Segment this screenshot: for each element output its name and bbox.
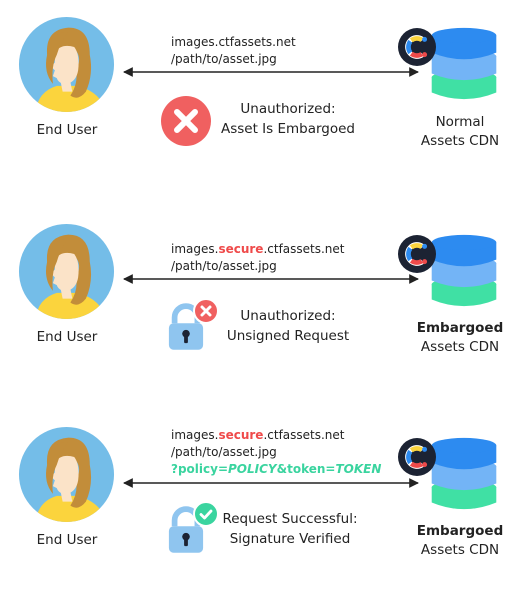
request-arrow bbox=[123, 478, 419, 488]
end-user-label: End User bbox=[36, 532, 98, 548]
scenario-signed: End User images.secure.ctfassets.net /pa… bbox=[0, 410, 519, 600]
cdn-server bbox=[396, 22, 506, 116]
contentful-logo-icon bbox=[398, 28, 436, 66]
end-user-label: End User bbox=[36, 122, 98, 138]
url-host: images.ctfassets.net bbox=[171, 35, 296, 49]
request-url: images.secure.ctfassets.net /path/to/ass… bbox=[171, 427, 381, 478]
scenario-unsigned: End User images.secure.ctfassets.net /pa… bbox=[0, 207, 519, 397]
request-url: images.secure.ctfassets.net /path/to/ass… bbox=[171, 241, 345, 275]
woman-avatar-icon bbox=[18, 16, 115, 113]
cdn-label: Normal Assets CDN bbox=[420, 114, 500, 149]
request-arrow bbox=[123, 67, 419, 77]
lock-error-icon bbox=[167, 298, 221, 354]
end-user-label: End User bbox=[36, 329, 98, 345]
lock-success-icon bbox=[167, 501, 221, 557]
database-icon bbox=[426, 229, 502, 313]
request-arrow bbox=[123, 274, 419, 284]
contentful-logo-icon bbox=[398, 235, 436, 273]
scenario-normal: End User images.ctfassets.net /path/to/a… bbox=[0, 0, 519, 190]
request-url: images.ctfassets.net /path/to/asset.jpg bbox=[171, 34, 296, 68]
url-host: images.secure.ctfassets.net bbox=[171, 242, 345, 256]
cdn-label: Embargoed Assets CDN bbox=[416, 523, 504, 558]
cdn-server bbox=[396, 432, 506, 526]
cdn-label: Embargoed Assets CDN bbox=[416, 320, 504, 355]
url-query: ?policy=POLICY&token=TOKEN bbox=[171, 462, 382, 476]
error-x-icon bbox=[161, 96, 211, 146]
database-icon bbox=[426, 432, 502, 516]
woman-avatar-icon bbox=[18, 223, 115, 320]
woman-avatar-icon bbox=[18, 426, 115, 523]
status-message: Request Successful: Signature Verified bbox=[222, 511, 358, 547]
url-host: images.secure.ctfassets.net bbox=[171, 428, 345, 442]
error-x-icon bbox=[193, 298, 219, 324]
status-message: Unauthorized: Unsigned Request bbox=[226, 308, 350, 344]
check-icon bbox=[193, 501, 219, 527]
database-icon bbox=[426, 22, 502, 106]
url-path: /path/to/asset.jpg bbox=[171, 52, 277, 66]
status-message: Unauthorized: Asset Is Embargoed bbox=[220, 101, 356, 137]
cdn-server bbox=[396, 229, 506, 323]
url-path: /path/to/asset.jpg bbox=[171, 259, 277, 273]
url-path: /path/to/asset.jpg bbox=[171, 445, 277, 459]
contentful-logo-icon bbox=[398, 438, 436, 476]
